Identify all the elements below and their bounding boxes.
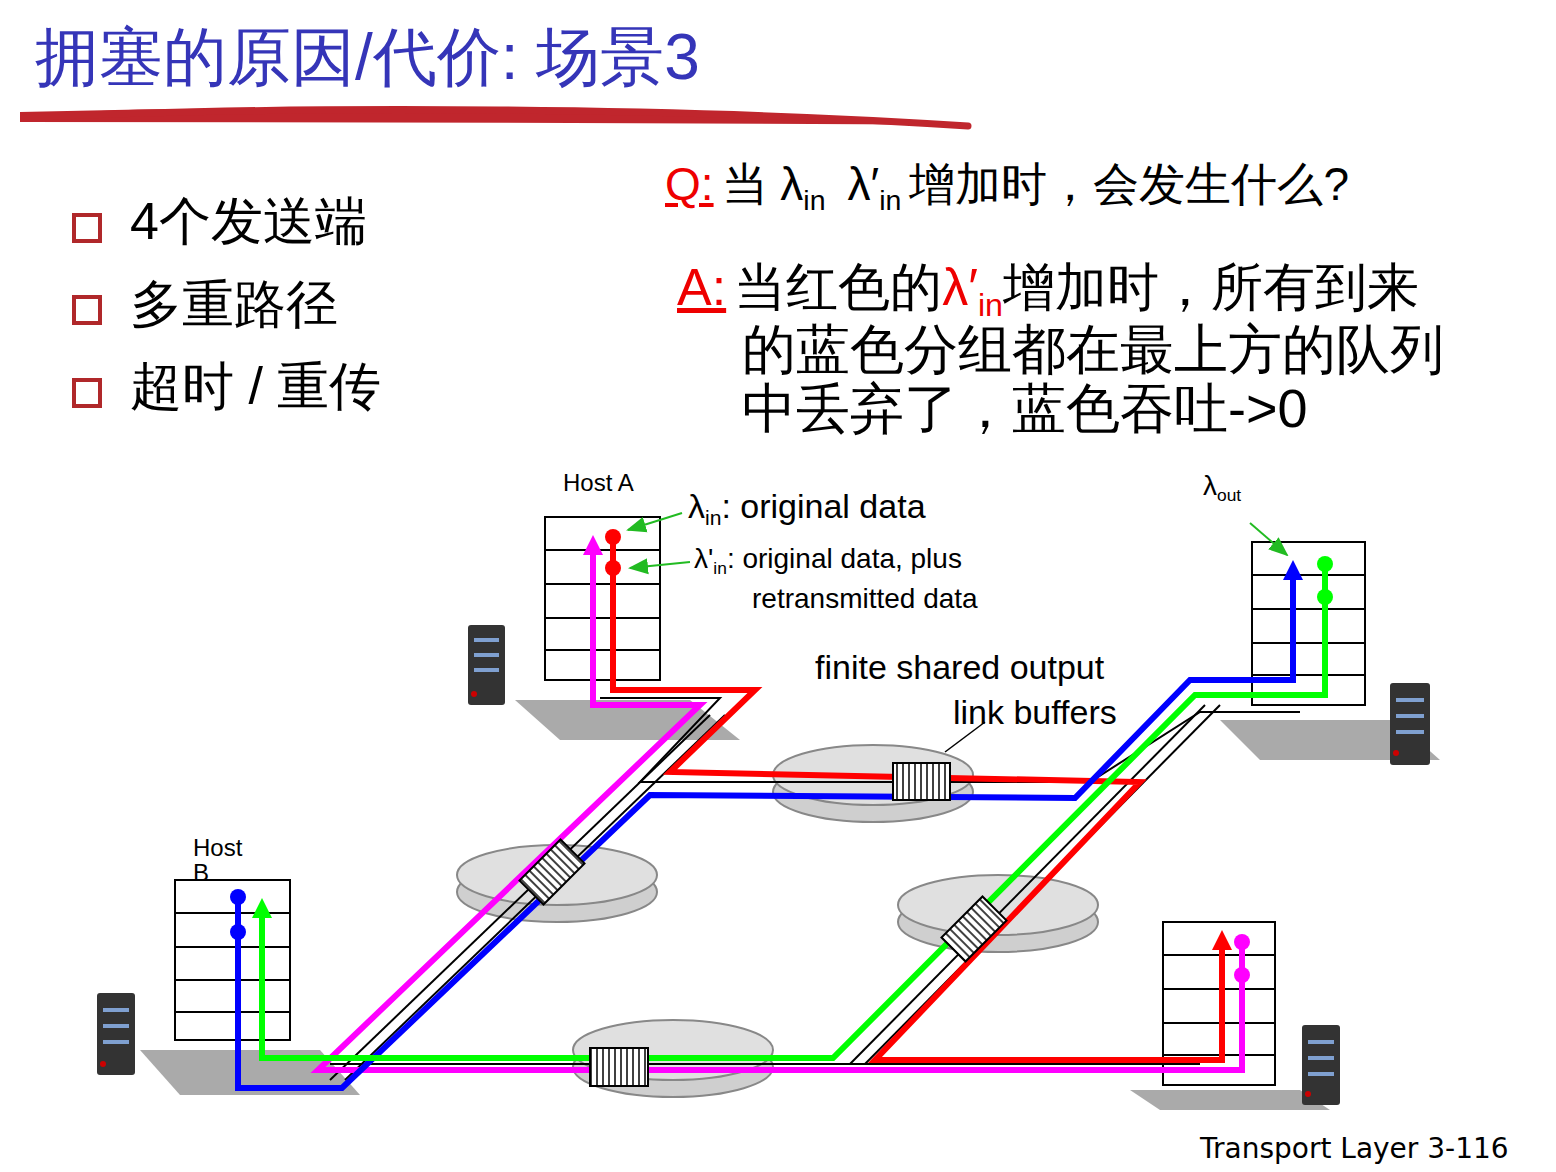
flows bbox=[238, 537, 1325, 1088]
host-name: Host A bbox=[563, 470, 634, 495]
page-footer: Transport Layer 3-116 bbox=[1200, 1132, 1509, 1165]
text-row: Transport Layer 3-116 bbox=[1200, 1133, 1509, 1165]
question-text: 当 λ bbox=[722, 158, 804, 210]
host-name: Host B bbox=[193, 835, 253, 885]
flow-dots bbox=[230, 529, 1333, 983]
host-label: Host B bbox=[193, 835, 253, 885]
links bbox=[330, 698, 1300, 1080]
text-row: A:当红色的λ′in增加时，所有到来 bbox=[677, 258, 1419, 324]
text-row: λout bbox=[1203, 470, 1241, 506]
subscript: in bbox=[705, 506, 721, 529]
answer-text: 当红色的 bbox=[734, 258, 942, 316]
buffer-label: link buffers bbox=[953, 693, 1117, 731]
bullet-boxes bbox=[74, 215, 100, 406]
text-row: 的蓝色分组都在最上方的队列中丢弃了，蓝色吞吐->0 bbox=[742, 320, 1482, 439]
rate-symbol: λ bbox=[688, 487, 705, 525]
text-row: 多重路径 bbox=[130, 275, 338, 335]
slide-title: 拥塞的原因/代价: 场景3 bbox=[35, 14, 700, 101]
question-text: λ′ bbox=[848, 158, 880, 210]
subscript: in bbox=[978, 287, 1003, 323]
text-row: Q:当 λinλ′in增加时，会发生什么? bbox=[665, 158, 1349, 217]
subscript: in bbox=[879, 184, 901, 216]
subscript: in bbox=[803, 184, 825, 216]
bullet-text: 超时 / 重传 bbox=[130, 357, 381, 415]
answer-text: 的蓝色分组都在最上方的队列中丢弃了，蓝色吞吐->0 bbox=[742, 319, 1444, 438]
rate-label: : original data, plus bbox=[727, 543, 962, 574]
buffer-label: finite shared output bbox=[815, 648, 1104, 686]
host-label: Host A bbox=[563, 470, 634, 495]
rate-label: retransmitted data bbox=[752, 583, 978, 614]
answer-marker: A: bbox=[677, 258, 726, 316]
text-row: finite shared output bbox=[815, 648, 1104, 687]
rate-symbol: λ bbox=[1203, 470, 1217, 501]
subscript: out bbox=[1217, 485, 1241, 505]
rate-symbol: λ' bbox=[694, 543, 713, 574]
question-marker: Q: bbox=[665, 158, 714, 210]
text-row: retransmitted data bbox=[752, 583, 978, 615]
answer-text: 增加时，所有到来 bbox=[1003, 258, 1419, 316]
text-row: λin: original data bbox=[688, 487, 926, 531]
bullet-text: 多重路径 bbox=[130, 275, 338, 333]
rate-label: : original data bbox=[721, 487, 925, 525]
hosts bbox=[97, 517, 1440, 1110]
buffers bbox=[519, 763, 1006, 1086]
question-text: 增加时，会发生什么? bbox=[909, 158, 1349, 210]
flow-arrowheads bbox=[252, 535, 1303, 950]
bullet-text: 4个发送端 bbox=[130, 192, 367, 250]
text-row: 4个发送端 bbox=[130, 192, 367, 252]
answer-symbol: λ′ bbox=[942, 258, 978, 316]
text-row: λ'in: original data, plus bbox=[694, 543, 962, 579]
subscript: in bbox=[713, 558, 727, 578]
text-row: 超时 / 重传 bbox=[130, 357, 381, 417]
text-row: link buffers bbox=[953, 693, 1117, 732]
